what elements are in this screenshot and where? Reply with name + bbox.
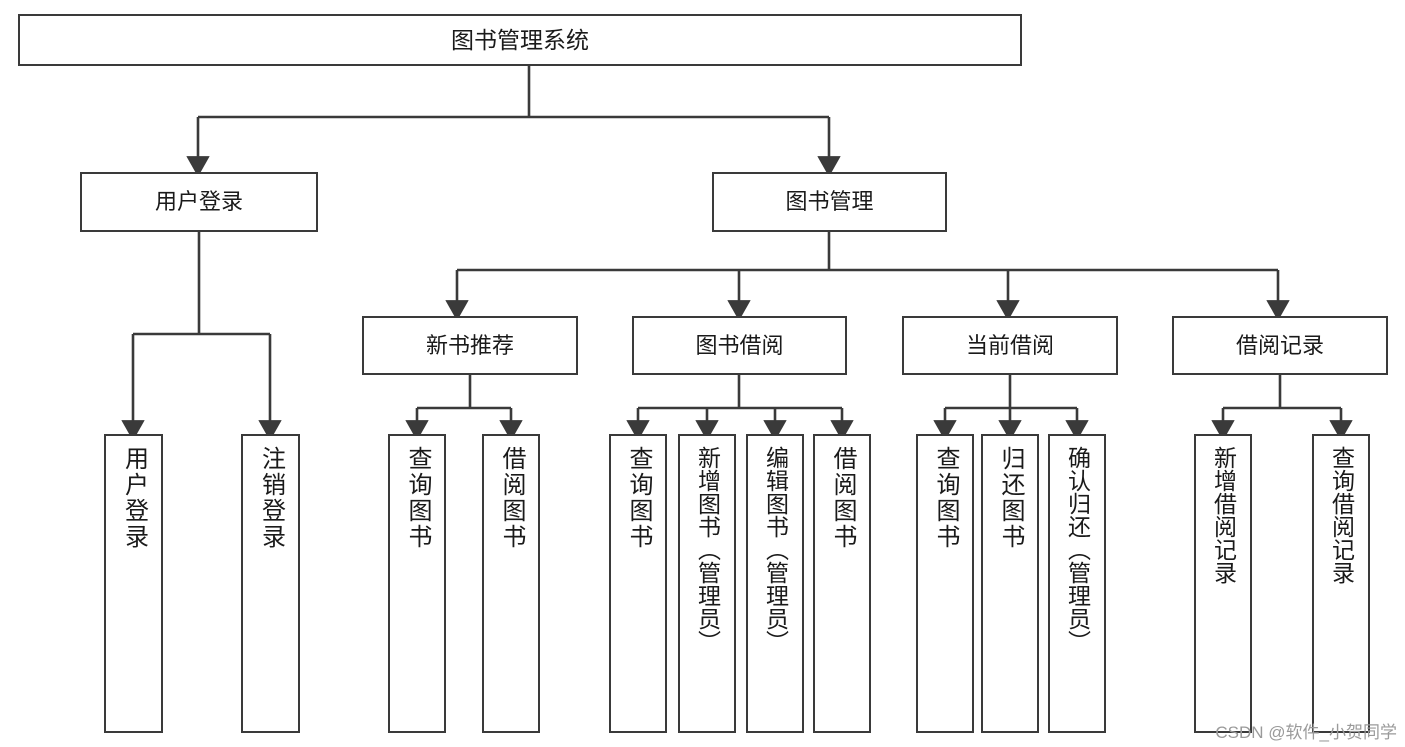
node-leaf-logout-login-label: 注销登录 — [257, 446, 285, 550]
node-leaf-borrow-book-1-label: 借阅图书 — [498, 446, 525, 550]
node-book-manage[interactable]: 图书管理 — [712, 172, 947, 232]
node-leaf-query-book-2-label: 查询图书 — [625, 446, 652, 550]
node-new-book-recommend-label: 新书推荐 — [425, 332, 514, 358]
node-new-book-recommend[interactable]: 新书推荐 — [362, 316, 578, 375]
node-leaf-return-book[interactable]: 归还图书 — [981, 434, 1039, 733]
node-root-label: 图书管理系统 — [451, 26, 589, 53]
node-leaf-add-book-label: 新增图书（管理员） — [694, 446, 721, 653]
node-current-borrow[interactable]: 当前借阅 — [902, 316, 1118, 375]
node-leaf-confirm-return-label: 确认归还（管理员） — [1064, 446, 1091, 653]
node-current-borrow-label: 当前借阅 — [965, 332, 1054, 358]
node-root[interactable]: 图书管理系统 — [18, 14, 1022, 66]
node-leaf-query-record-label: 查询借阅记录 — [1328, 446, 1355, 584]
node-leaf-add-record-label: 新增借阅记录 — [1210, 446, 1237, 584]
node-leaf-query-book-2[interactable]: 查询图书 — [609, 434, 667, 733]
node-leaf-query-book-1[interactable]: 查询图书 — [388, 434, 446, 733]
node-leaf-user-login[interactable]: 用户登录 — [104, 434, 163, 733]
node-leaf-query-book-3[interactable]: 查询图书 — [916, 434, 974, 733]
node-leaf-borrow-book-1[interactable]: 借阅图书 — [482, 434, 540, 733]
node-leaf-query-record[interactable]: 查询借阅记录 — [1312, 434, 1370, 733]
node-user-login-label: 用户登录 — [154, 189, 243, 215]
node-book-manage-label: 图书管理 — [785, 189, 874, 215]
node-leaf-borrow-book-2[interactable]: 借阅图书 — [813, 434, 871, 733]
node-leaf-add-book[interactable]: 新增图书（管理员） — [678, 434, 736, 733]
node-borrow-record[interactable]: 借阅记录 — [1172, 316, 1388, 375]
node-leaf-confirm-return[interactable]: 确认归还（管理员） — [1048, 434, 1106, 733]
node-book-borrow-label: 图书借阅 — [695, 332, 784, 358]
node-user-login[interactable]: 用户登录 — [80, 172, 318, 232]
node-leaf-user-login-label: 用户登录 — [120, 446, 148, 550]
node-book-borrow[interactable]: 图书借阅 — [632, 316, 847, 375]
node-leaf-edit-book[interactable]: 编辑图书（管理员） — [746, 434, 804, 733]
node-leaf-add-record[interactable]: 新增借阅记录 — [1194, 434, 1252, 733]
node-leaf-return-book-label: 归还图书 — [997, 446, 1024, 550]
node-leaf-edit-book-label: 编辑图书（管理员） — [762, 446, 789, 653]
node-borrow-record-label: 借阅记录 — [1235, 332, 1324, 358]
node-leaf-borrow-book-2-label: 借阅图书 — [829, 446, 856, 550]
node-leaf-query-book-1-label: 查询图书 — [404, 446, 431, 550]
node-leaf-query-book-3-label: 查询图书 — [932, 446, 959, 550]
node-leaf-logout-login[interactable]: 注销登录 — [241, 434, 300, 733]
